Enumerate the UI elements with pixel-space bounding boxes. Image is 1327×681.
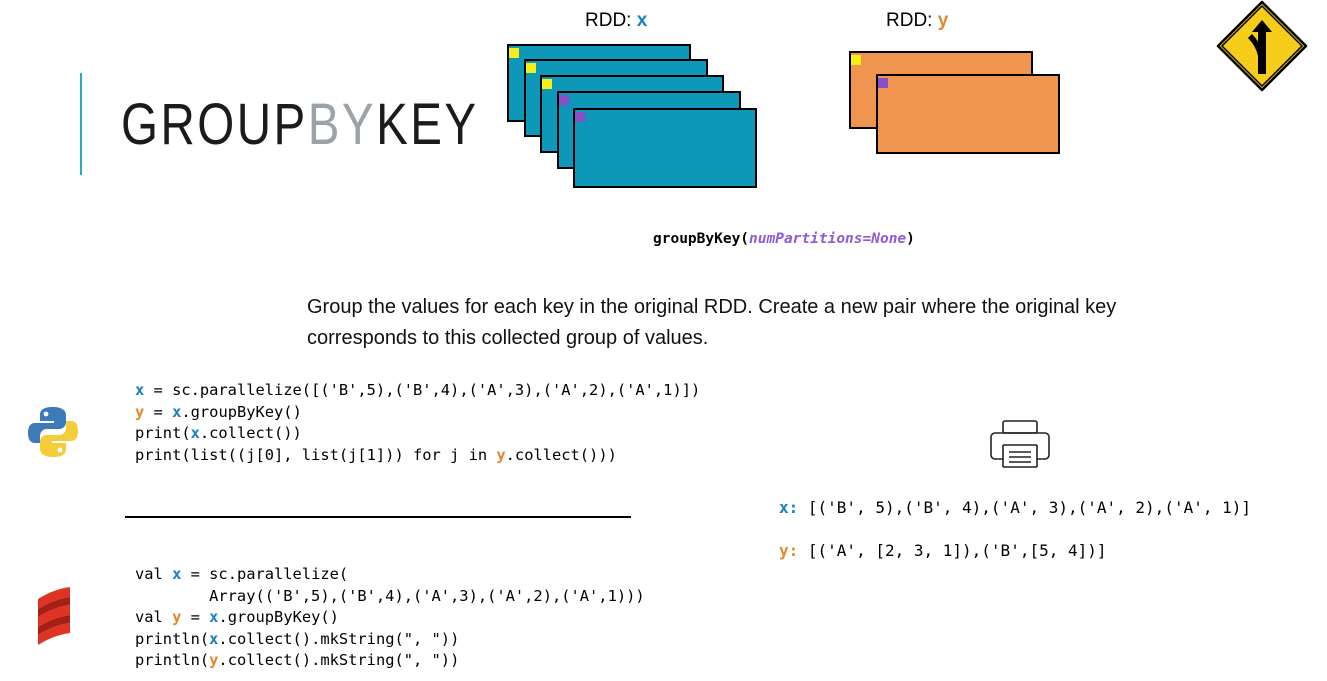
partition-marker [559,95,569,105]
rdd-y-partition [876,74,1060,154]
python-code-block: x = sc.parallelize([('B',5),('B',4),('A'… [135,380,700,466]
rdd-x-label: RDD: x [585,10,648,31]
python-logo-icon [26,405,80,459]
rdd-x-partition [573,108,757,188]
method-description: Group the values for each key in the ori… [307,296,1117,349]
code-line: print(list((j[0], list(j[1])) for j in y… [135,445,617,464]
output-x: x: [('B', 5),('B', 4),('A', 3),('A', 2),… [779,498,1252,517]
code-line: println(y.collect().mkString(", ")) [135,651,460,669]
scala-logo-icon [36,585,72,647]
printer-icon [989,419,1051,469]
code-line: x = sc.parallelize([('B',5),('B',4),('A'… [135,381,701,399]
method-signature: groupByKey(numPartitions=None) [653,231,915,247]
partition-marker [509,48,519,58]
code-line: val y = x.groupByKey() [135,608,339,626]
rdd-y-label: RDD: y [886,10,949,31]
merge-sign-icon [1216,0,1308,92]
code-divider [125,516,631,518]
code-line: y = x.groupByKey() [135,402,302,421]
code-line: print(x.collect()) [135,424,302,442]
partition-marker [575,112,585,122]
code-line: println(x.collect().mkString(", ")) [135,629,460,648]
code-line: val x = sc.parallelize( [135,565,349,583]
title-accent-bar [80,73,82,175]
code-line: Array(('B',5),('B',4),('A',3),('A',2),('… [135,586,645,605]
slide-title: GROUPBYKEY [121,92,479,157]
partition-marker [851,55,861,65]
partition-marker [878,78,888,88]
scala-code-block: val x = sc.parallelize( Array(('B',5),('… [135,564,645,672]
partition-marker [526,63,536,73]
output-y: y: [('A', [2, 3, 1]),('B',[5, 4])] [779,541,1107,560]
partition-marker [542,79,552,89]
